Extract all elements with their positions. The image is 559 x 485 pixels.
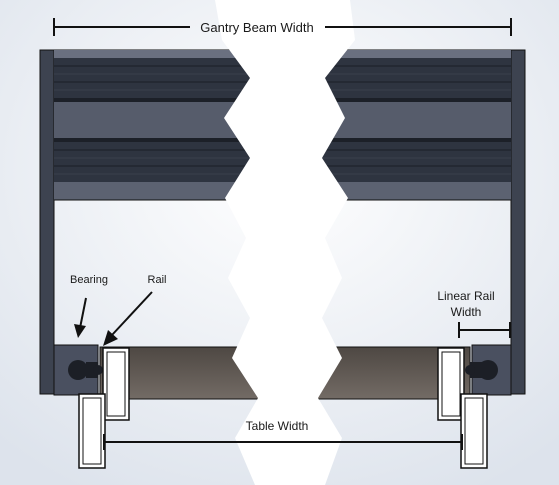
table-width-label: Table Width [246, 419, 309, 433]
rail-arrow [103, 291, 153, 346]
left-table-rail [78, 393, 106, 469]
linear-rail-width-label-line2: Width [451, 305, 482, 319]
right-table-rail [460, 393, 488, 469]
bearing-arrow [74, 297, 87, 338]
bearing-label: Bearing [70, 274, 108, 286]
right-upright [510, 49, 526, 395]
rail-label: Rail [148, 274, 167, 286]
gantry-beam-width-label: Gantry Beam Width [200, 20, 313, 35]
table-width-dimension [103, 434, 463, 450]
gantry-beam-width-dimension [53, 18, 512, 36]
right-bearing [465, 344, 512, 396]
linear-rail-width-dimension [458, 322, 511, 338]
break-gap [215, 0, 355, 485]
left-bearing [53, 344, 103, 396]
linear-rail-width-label-line1: Linear Rail [437, 289, 494, 303]
left-rail [102, 347, 130, 421]
right-rail [437, 347, 465, 421]
left-upright [39, 49, 55, 395]
